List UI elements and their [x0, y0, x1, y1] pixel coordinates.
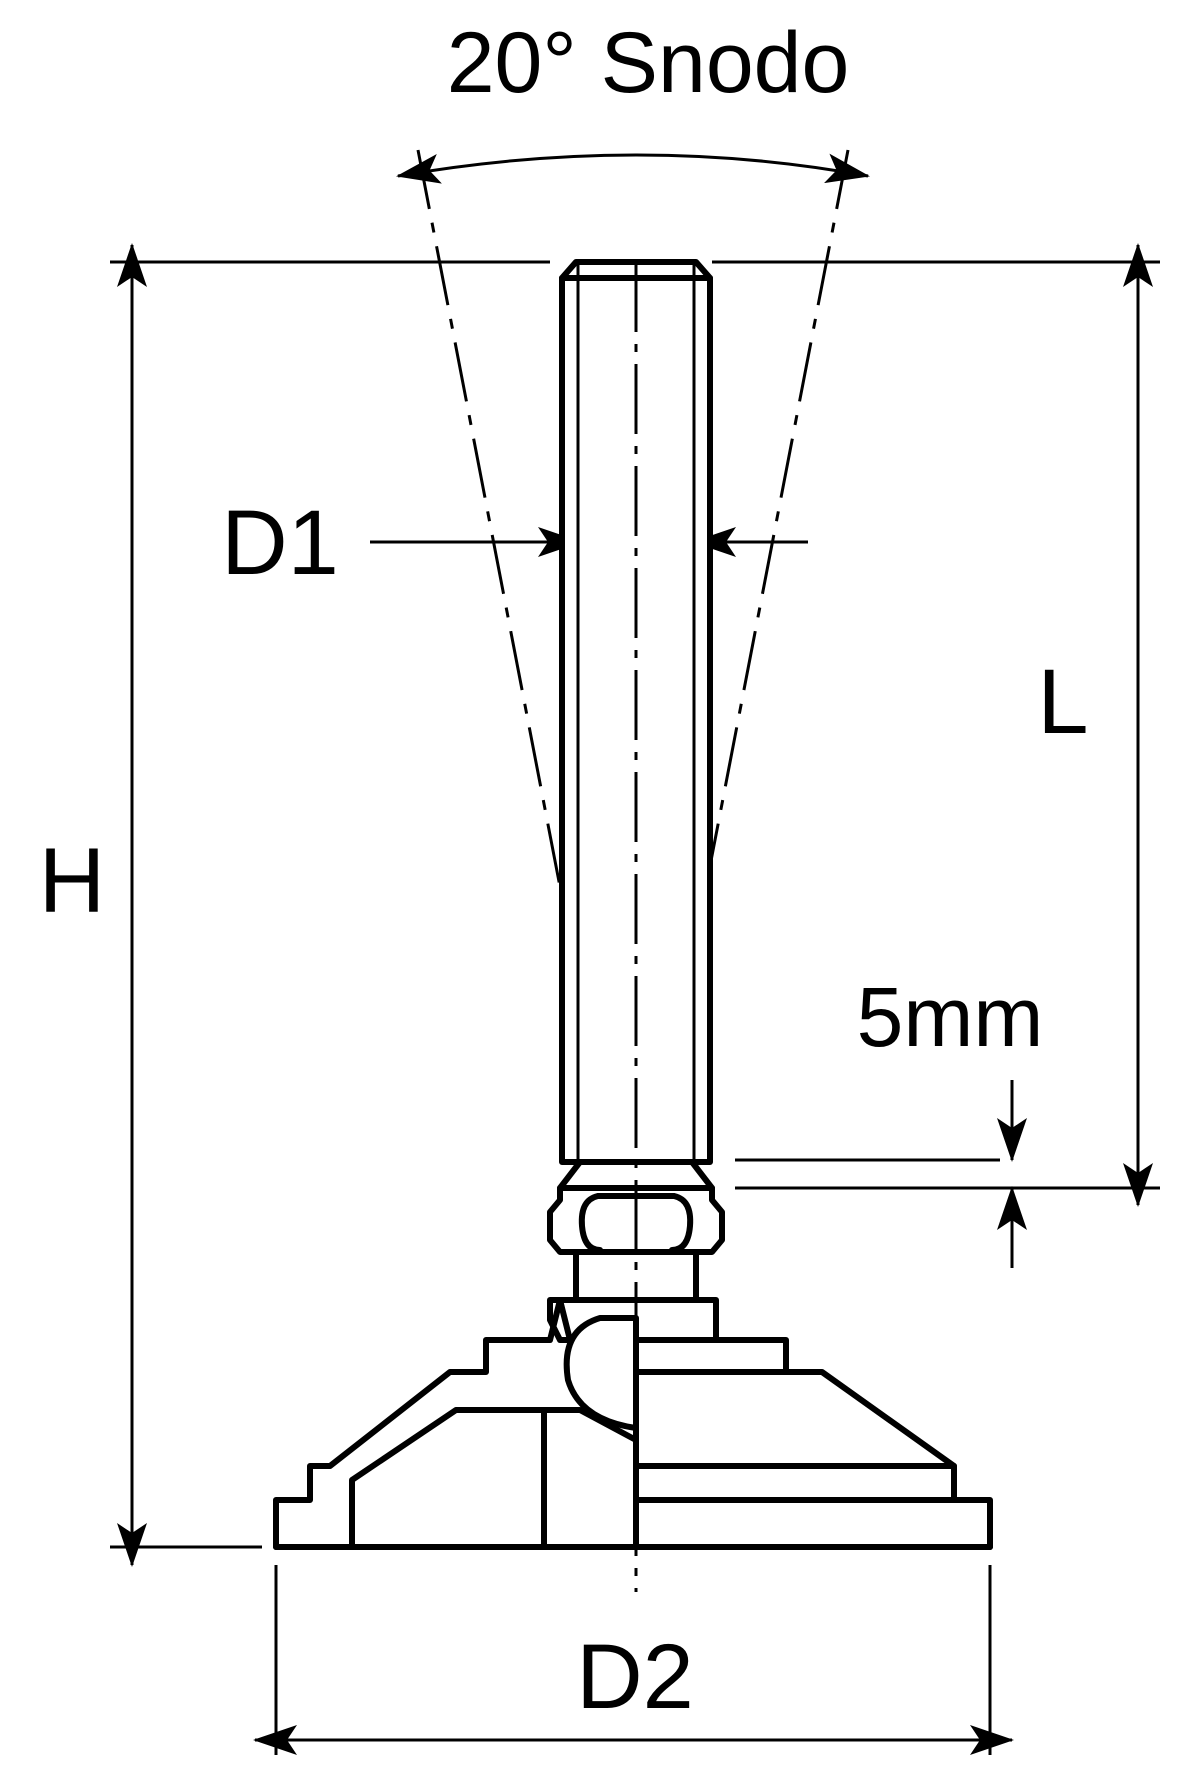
l-label: L — [1037, 651, 1088, 753]
d1-label: D1 — [221, 492, 339, 594]
d2-label: D2 — [576, 1626, 694, 1728]
base-left-section — [273, 1297, 639, 1550]
base-right-exterior — [633, 1337, 993, 1550]
offset-label: 5mm — [857, 970, 1044, 1064]
swivel-angle-title: 20° Snodo — [447, 15, 850, 111]
h-label: H — [39, 830, 105, 932]
swivel-angle-arc — [396, 153, 870, 184]
